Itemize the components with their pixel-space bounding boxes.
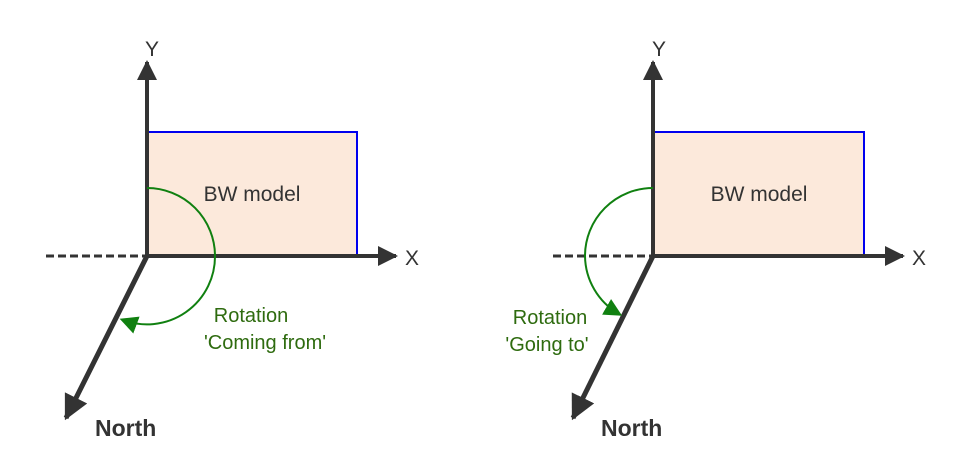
north-label: North <box>95 415 156 441</box>
diagram-going-to: BW model Y X North Rotation 'Going to' <box>505 38 926 441</box>
bw-model-label: BW model <box>711 183 808 206</box>
bw-model-border <box>653 131 865 256</box>
bw-model-label: BW model <box>204 183 301 206</box>
x-axis-label: X <box>405 247 419 270</box>
rotation-label-line1: Rotation <box>214 305 289 327</box>
bw-model-border <box>147 131 358 256</box>
north-arrow <box>63 254 150 421</box>
rotation-arc-counterclockwise <box>583 187 654 316</box>
rotation-label-line2: 'Going to' <box>505 334 588 356</box>
rotation-label-line2: 'Coming from' <box>204 332 326 354</box>
bw-model-box <box>147 132 357 256</box>
rotation-label-line1: Rotation <box>513 307 588 329</box>
bw-model-box <box>653 132 864 256</box>
rotation-arc-clockwise <box>119 187 217 334</box>
diagram-coming-from: BW model Y X North Rotation 'Coming from… <box>46 38 419 441</box>
x-axis-label: X <box>912 247 926 270</box>
y-axis-label: Y <box>652 38 666 61</box>
y-axis-label: Y <box>145 38 159 61</box>
north-label: North <box>601 415 662 441</box>
north-arrow <box>570 254 656 421</box>
